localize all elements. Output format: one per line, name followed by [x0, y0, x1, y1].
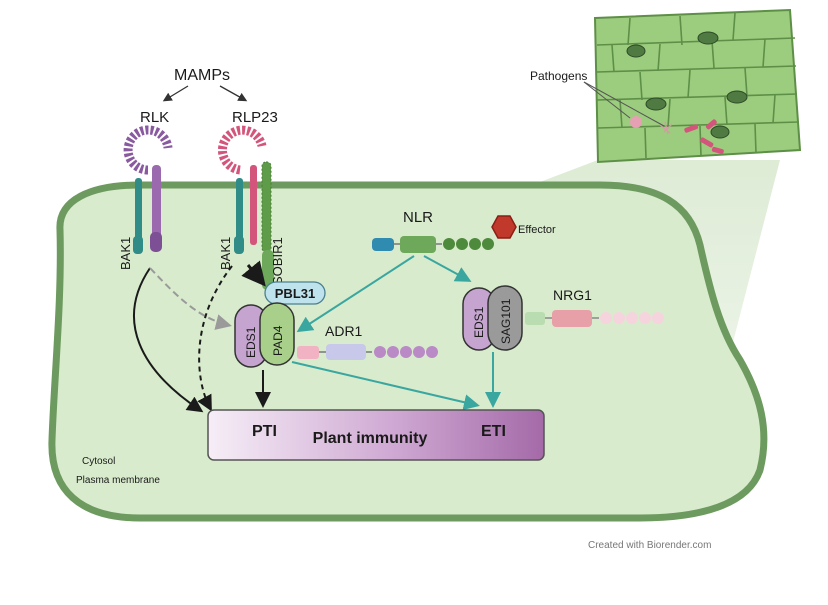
pti-label: PTI: [252, 423, 277, 440]
nrg1-protein: [525, 310, 664, 327]
eds1-left-label: EDS1: [244, 326, 258, 358]
adr1-label: ADR1: [325, 323, 363, 339]
sag101-label: SAG101: [499, 298, 513, 344]
rlk-label: RLK: [140, 109, 169, 126]
bak1-rlk-to-pti-arrow: [133, 267, 204, 413]
sobir1-to-pbl31-arrow: [241, 260, 266, 287]
pad4-label: PAD4: [271, 325, 285, 356]
effector-label: Effector: [518, 224, 556, 236]
stoma-icon: [710, 125, 730, 139]
bak1-rlk-to-eds1-gray-arrow: [149, 267, 232, 330]
plant-immunity-bar: [207, 409, 545, 461]
nlr-label: NLR: [403, 209, 433, 226]
cytosol-label: Cytosol: [82, 456, 115, 467]
eds1-sag101-complex: [462, 285, 523, 351]
pathogens-pointer: [583, 81, 665, 127]
plasma-membrane-label: Plasma membrane: [76, 475, 160, 486]
sobir1-to-pti-dashed-arrow: [197, 265, 233, 412]
bak1-right-label: BAK1: [218, 237, 233, 270]
nlr-to-pad4-arrow: [296, 255, 415, 333]
pad4-to-eti-arrow: [291, 361, 480, 411]
pathogen-icon: [630, 116, 724, 155]
leaf-tissue-inset: [593, 8, 802, 164]
rlk-receptor: [123, 125, 173, 254]
eti-label: ETI: [481, 423, 506, 440]
mamps-to-rlk-arrow: [162, 85, 189, 102]
eds1-pad4-complex: [234, 302, 295, 368]
rlp23-label: RLP23: [232, 109, 278, 126]
bak1-left-label: BAK1: [118, 237, 133, 270]
stoma-icon: [626, 44, 646, 58]
stoma-icon: [697, 31, 719, 45]
mamps-to-rlp23-arrow: [219, 85, 248, 102]
pbl31-label: PBL31: [275, 286, 315, 301]
rlp23-receptor: [217, 125, 274, 290]
credit-label: Created with Biorender.com: [588, 540, 711, 551]
sobir1-label: SOBIR1: [270, 237, 285, 285]
nrg1-label: NRG1: [553, 287, 592, 303]
plant-immunity-label: Plant immunity: [313, 430, 428, 447]
effector-icon: [491, 215, 517, 239]
eds1-right-label: EDS1: [472, 306, 486, 338]
mamps-label: MAMPs: [174, 67, 230, 84]
nlr-to-eds1-sag101-arrow: [423, 255, 472, 282]
stoma-icon: [726, 90, 748, 104]
stoma-icon: [645, 97, 667, 111]
pathogens-label: Pathogens: [530, 69, 587, 83]
nlr-protein: [372, 236, 494, 253]
adr1-protein: [297, 344, 438, 360]
pbl31-protein: [264, 281, 326, 305]
